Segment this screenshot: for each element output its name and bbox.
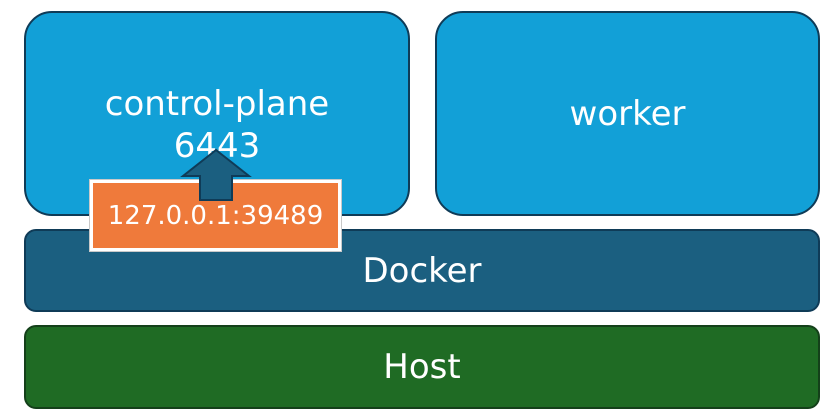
control-plane-label: control-plane xyxy=(104,84,330,124)
up-arrow-icon xyxy=(180,148,252,201)
host-label: Host xyxy=(383,347,461,387)
docker-label: Docker xyxy=(362,250,482,291)
up-arrow-shape xyxy=(180,148,252,201)
worker-node: worker xyxy=(435,11,820,216)
docker-layer: Docker xyxy=(24,229,820,312)
worker-label: worker xyxy=(569,93,686,134)
port-mapping-label: 127.0.0.1:39489 xyxy=(89,179,342,252)
host-layer: Host xyxy=(24,325,820,409)
port-mapping-address: 127.0.0.1:39489 xyxy=(107,200,324,231)
